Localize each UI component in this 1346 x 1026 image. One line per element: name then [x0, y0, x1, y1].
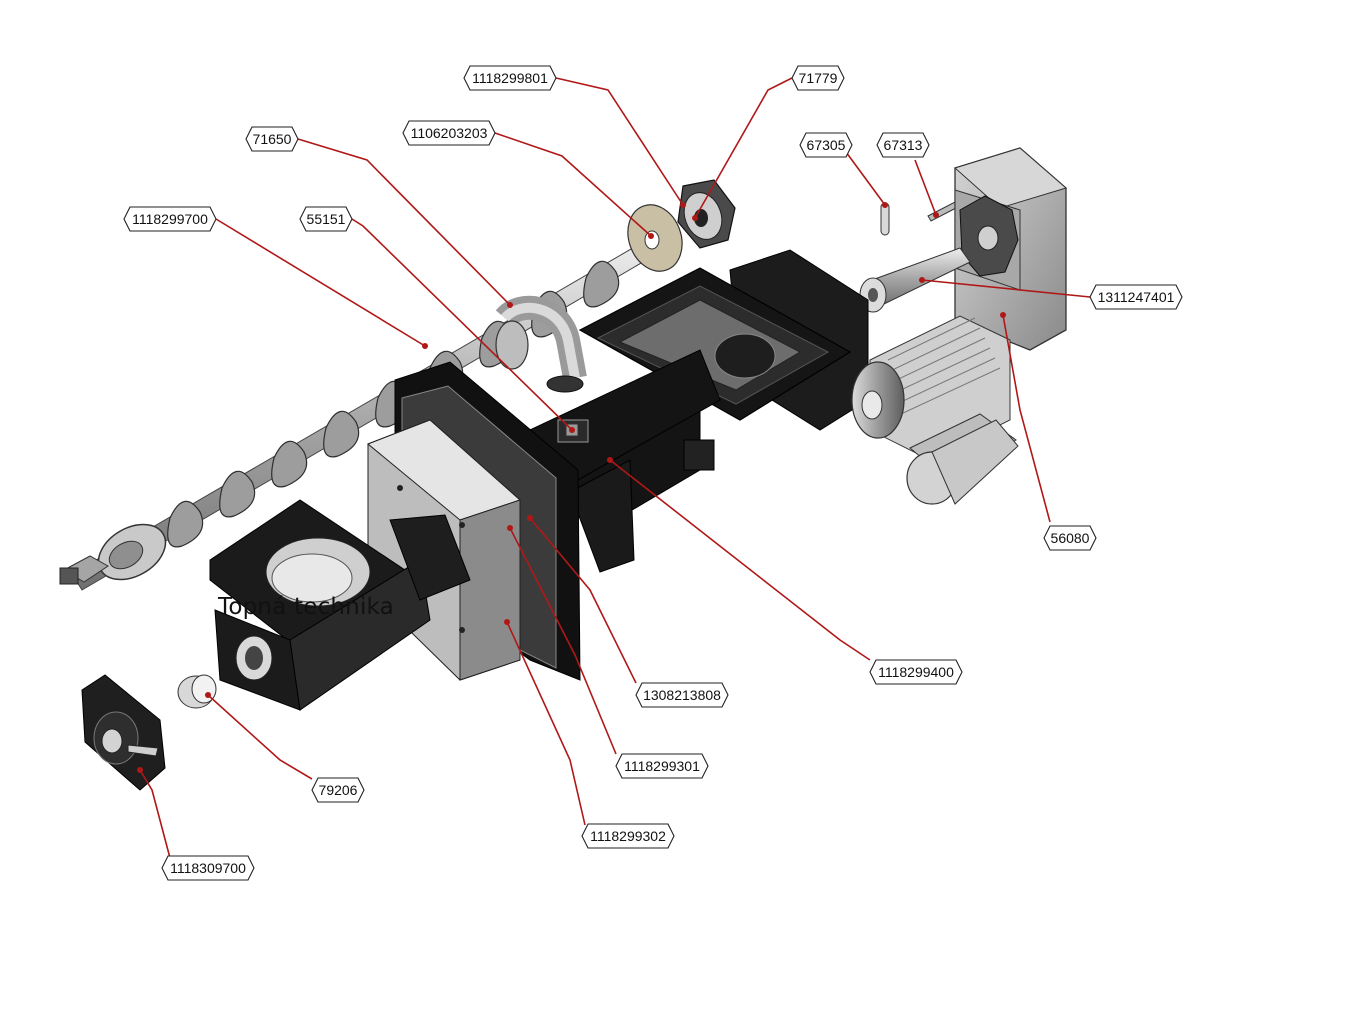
leader-line-1118299400: [609, 459, 871, 661]
electric-motor: [851, 315, 1019, 505]
part-tag-frame: [876, 132, 930, 158]
part-tag-79206: 79206: [311, 777, 365, 803]
leader-dot-67313: [933, 212, 939, 218]
leader-dot-1118299301: [507, 525, 513, 531]
part-tag-frame: [299, 206, 353, 232]
part-tag-frame: [799, 132, 853, 158]
watermark-text: Topná technika: [218, 594, 394, 620]
bearing-flange: [677, 179, 736, 249]
leader-line-1118299700: [215, 218, 426, 347]
leader-dot-1118309700: [137, 767, 143, 773]
part-tag-1118299700: 1118299700: [123, 206, 217, 232]
part-tag-71779: 71779: [791, 65, 845, 91]
ring-79206: [177, 674, 217, 709]
part-tag-frame: [1089, 284, 1183, 310]
leader-dot-71650: [507, 302, 513, 308]
end-plate: [81, 674, 166, 791]
part-number-label: 1308213808: [643, 687, 721, 703]
part-number-label: 67313: [884, 137, 923, 153]
auger-flight: [583, 260, 620, 308]
part-tag-56080: 56080: [1043, 525, 1097, 551]
leader-dot-1118299400: [607, 457, 613, 463]
leader-line-79206: [207, 694, 313, 780]
leader-line-1118299801: [555, 77, 684, 206]
leader-line-71650: [297, 138, 511, 306]
part-tag-frame: [463, 65, 557, 91]
part-number-label: 71779: [799, 70, 838, 86]
leader-line-56080: [1002, 314, 1051, 523]
part-tag-frame: [615, 753, 709, 779]
part-tag-frame: [123, 206, 217, 232]
leader-dot-1118299801: [680, 202, 686, 208]
auger-flight: [167, 500, 204, 548]
part-number-label: 1118309700: [170, 860, 246, 876]
part-tag-frame: [311, 777, 365, 803]
seal-disc: [627, 204, 683, 272]
burner-chamber: [209, 499, 471, 711]
part-tag-frame: [869, 659, 963, 685]
part-tag-frame: [581, 823, 675, 849]
leader-lines: [139, 77, 1091, 859]
part-number-label: 1106203203: [411, 125, 488, 141]
part-number-tags: 1118299801 71779 71650 1106203203 67305 67313…: [123, 65, 1183, 881]
part-tag-1118299302: 1118299302: [581, 823, 675, 849]
part-tag-67305: 67305: [799, 132, 853, 158]
part-number-label: 55151: [307, 211, 346, 227]
leader-line-55151: [351, 218, 573, 431]
part-number-label: 1118299301: [624, 758, 700, 774]
leader-line-67313: [914, 159, 937, 216]
leader-dot-1118299700: [422, 343, 428, 349]
shaft-coupling: [859, 247, 971, 313]
part-tag-1311247401: 1311247401: [1089, 284, 1183, 310]
part-number-label: 1118299302: [590, 828, 666, 844]
part-tag-1118299301: 1118299301: [615, 753, 709, 779]
leader-dot-1118299302: [504, 619, 510, 625]
part-number-label: 1311247401: [1098, 289, 1175, 305]
part-number-label: 67305: [807, 137, 846, 153]
part-number-label: 71650: [253, 131, 292, 147]
part-tag-71650: 71650: [245, 126, 299, 152]
auger-flight: [323, 410, 360, 458]
part-number-label: 1118299400: [878, 664, 954, 680]
elbow-pipe: [495, 295, 587, 393]
leader-line-1308213808: [529, 517, 637, 684]
part-tag-frame: [791, 65, 845, 91]
auger-flight: [271, 440, 308, 488]
leader-dot-1308213808: [527, 515, 533, 521]
part-number-label: 1118299801: [472, 70, 548, 86]
leader-dot-1311247401: [919, 277, 925, 283]
part-tag-67313: 67313: [876, 132, 930, 158]
leader-line-1118299301: [509, 527, 617, 755]
leader-dot-56080: [1000, 312, 1006, 318]
leader-line-1106203203: [494, 132, 652, 237]
part-tag-1106203203: 1106203203: [402, 120, 496, 146]
part-tag-frame: [1043, 525, 1097, 551]
part-tag-1118299801: 1118299801: [463, 65, 557, 91]
leader-dots: [137, 202, 1006, 773]
part-number-label: 79206: [319, 782, 358, 798]
leader-line-1311247401: [921, 279, 1091, 298]
auger-flight: [219, 470, 256, 518]
part-tag-55151: 55151: [299, 206, 353, 232]
leader-line-71779: [694, 77, 793, 219]
leader-dot-1106203203: [648, 233, 654, 239]
part-number-label: 1118299700: [132, 211, 208, 227]
part-tag-1118309700: 1118309700: [161, 855, 255, 881]
leader-line-1118299302: [506, 621, 586, 826]
part-tag-1308213808: 1308213808: [635, 682, 729, 708]
leader-dot-79206: [205, 692, 211, 698]
part-tag-frame: [245, 126, 299, 152]
part-tag-frame: [161, 855, 255, 881]
part-tag-frame: [635, 682, 729, 708]
part-tag-1118299400: 1118299400: [869, 659, 963, 685]
leader-dot-71779: [692, 215, 698, 221]
leader-dot-67305: [882, 202, 888, 208]
leader-line-67305: [845, 151, 886, 206]
leader-dot-55151: [569, 427, 575, 433]
leader-line-1118309700: [139, 769, 171, 859]
gearbox: [954, 147, 1068, 351]
part-tag-frame: [402, 120, 496, 146]
part-number-label: 56080: [1051, 530, 1090, 546]
